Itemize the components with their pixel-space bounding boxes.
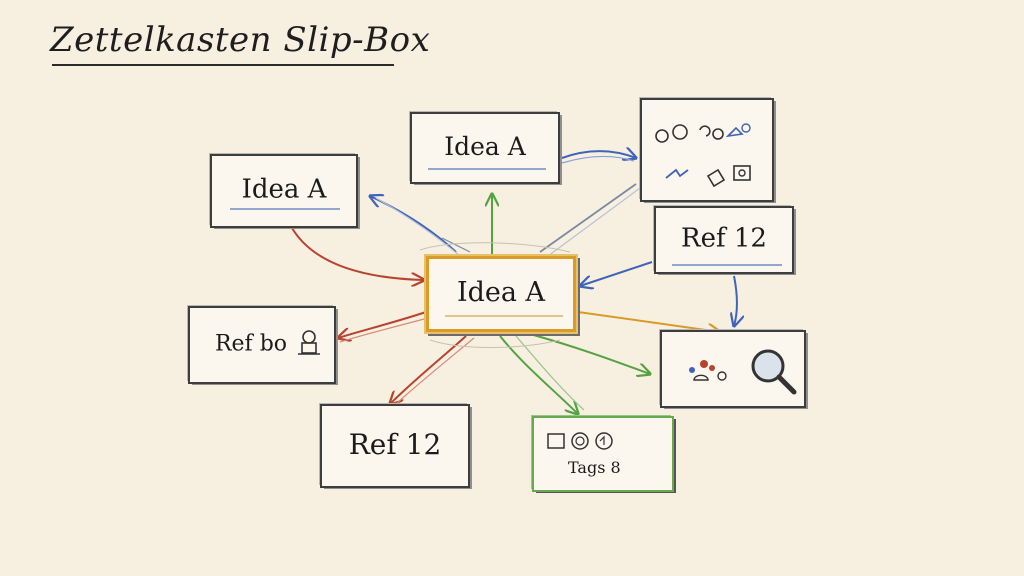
idea-card-top[interactable]: Idea A bbox=[410, 112, 560, 184]
ref-card-left-label: Ref bo bbox=[214, 331, 288, 357]
ref-card-right-label: Ref 12 bbox=[681, 223, 767, 254]
ref-card-left[interactable]: Ref bo bbox=[188, 306, 336, 384]
arrow-center-to-icon-card bbox=[539, 183, 637, 253]
ref-card-bottom-label: Ref 12 bbox=[348, 427, 442, 461]
chef-icon bbox=[298, 330, 320, 355]
arrow-center-to-ref-left bbox=[338, 311, 427, 338]
tags-card[interactable]: Tags 8 bbox=[532, 416, 674, 492]
idea-card-left-underline bbox=[230, 208, 340, 210]
arrow-center-to-search-card bbox=[577, 311, 720, 332]
diagram-title: Zettelkasten Slip-Box bbox=[50, 20, 431, 60]
small-icons bbox=[689, 360, 727, 381]
tag-icons bbox=[547, 432, 613, 450]
idea-card-top-underline bbox=[428, 168, 546, 170]
central-idea-label: Idea A bbox=[456, 276, 546, 308]
arrow-center-to-tags bbox=[499, 335, 578, 414]
arrow-left-idea-to-center bbox=[291, 227, 424, 280]
arrow-center-to-ref-bottom bbox=[390, 335, 467, 404]
tags-card-label: Tags 8 bbox=[568, 458, 621, 477]
icon-card-top-right[interactable] bbox=[640, 98, 774, 202]
arrow-ref-right-to-center bbox=[580, 261, 653, 286]
idea-card-left[interactable]: Idea A bbox=[210, 154, 358, 228]
idea-card-left-label: Idea A bbox=[241, 174, 327, 205]
arrow-ref-right-to-search-card bbox=[734, 275, 737, 326]
sketch-icons bbox=[655, 123, 751, 188]
ref-card-right-underline bbox=[672, 264, 782, 266]
central-idea-underline bbox=[445, 315, 563, 317]
arrow-center-to-left-idea bbox=[370, 196, 457, 253]
central-idea-card[interactable]: Idea A bbox=[426, 256, 576, 332]
search-card[interactable] bbox=[660, 330, 806, 408]
search-icon bbox=[751, 349, 797, 395]
arrow-top-idea-to-icon-card bbox=[561, 151, 636, 158]
title-underline bbox=[52, 64, 394, 66]
ref-card-right[interactable]: Ref 12 bbox=[654, 206, 794, 274]
arrow-center-to-search-card-green bbox=[529, 333, 650, 374]
idea-card-top-label: Idea A bbox=[444, 132, 526, 162]
ref-card-bottom[interactable]: Ref 12 bbox=[320, 404, 470, 488]
